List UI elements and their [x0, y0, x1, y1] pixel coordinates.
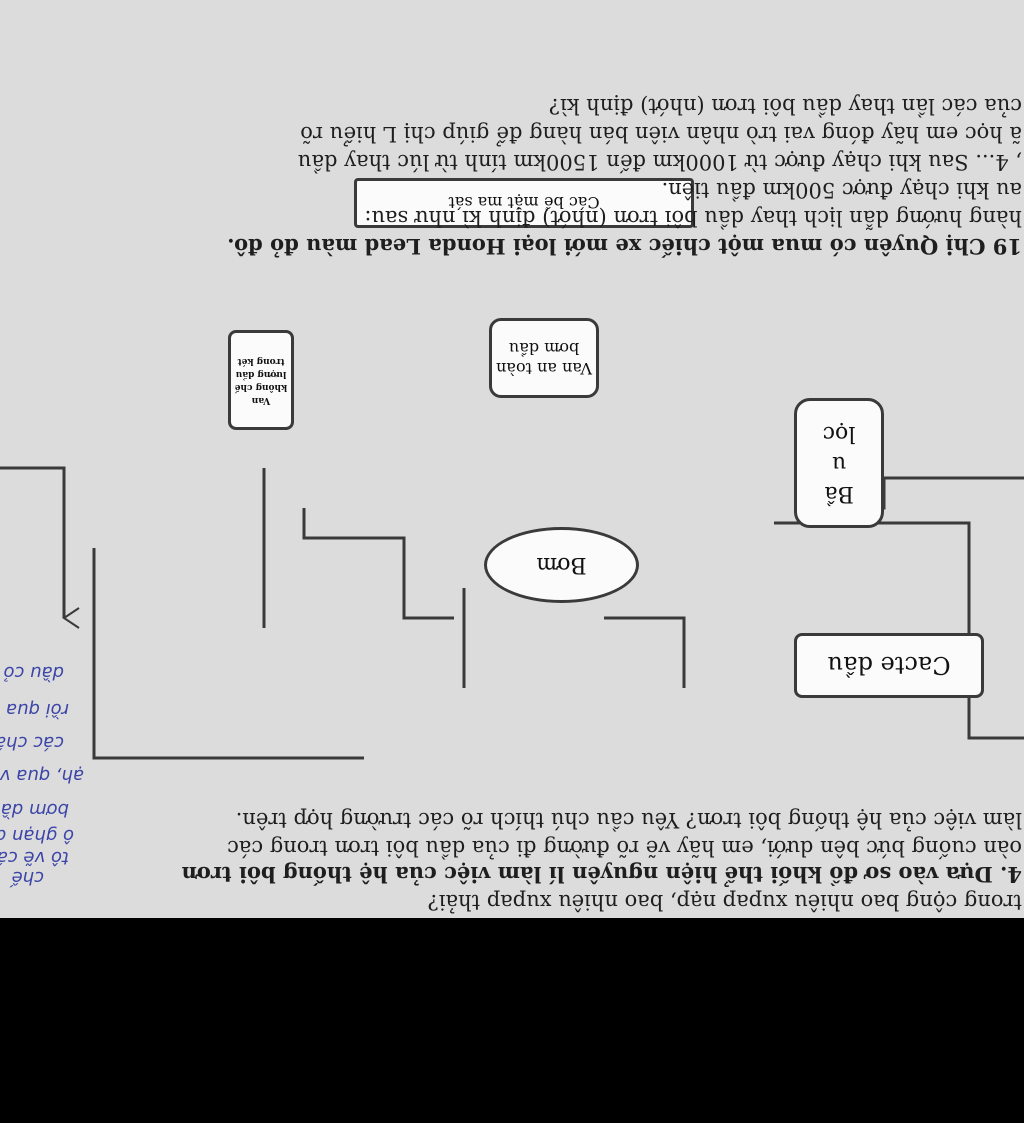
safety-valve-label-2: bơm dầu [508, 339, 580, 358]
photo-region: trong cộng bao nhiêu xupap nạp, bao nhiê… [0, 0, 1024, 918]
pump-oval: Bơm [484, 527, 639, 603]
limit-valve-label-3: lượng dầu [235, 369, 287, 379]
cacte-box: Cacte dầu [794, 633, 984, 698]
black-area [0, 918, 1024, 1123]
filter-box: Bầ u lọc [794, 398, 884, 528]
filter-label-2: u [831, 451, 847, 476]
handwriting-5: ạh, qua va [0, 765, 84, 786]
handwriting-4: bơm dầu [0, 799, 69, 820]
rotated-page: trong cộng bao nhiêu xupap nạp, bao nhiê… [0, 94, 1024, 914]
limit-valve-label-2: không chế [234, 382, 288, 392]
handwriting-2: tô vẽ các [0, 847, 69, 868]
filter-label-3: lọc [822, 421, 856, 446]
q19-line-4: , 4... Sau khi chạy được từ 1000km đến 1… [297, 150, 1022, 174]
handwriting-1: chế [11, 867, 44, 888]
flow-line-right [0, 466, 66, 618]
flow-line-surfaces-to-pan [92, 548, 364, 760]
filter-label-1: Bầ [824, 481, 854, 506]
handwriting-3: ô ghạn đi [0, 825, 74, 846]
flow-line-pump-to-filter [302, 508, 454, 620]
pump-label: Bơm [536, 552, 587, 578]
q19-line-5: ã học em hãy đóng vai trò nhân viên bán … [300, 122, 1022, 146]
limit-valve-label-1: Van [251, 395, 271, 405]
limit-valve-label-4: trong két [237, 356, 285, 366]
flow-line-valve [604, 616, 686, 688]
handwriting-7: rồi qua g [0, 699, 69, 720]
safety-valve-label-1: Van an toàn [496, 359, 592, 378]
q19-line-3: au khi chạy được 500km đầu tiên. [661, 178, 1022, 202]
cacte-label: Cacte dầu [827, 651, 951, 680]
arrow-head [62, 607, 80, 629]
q19-line-6: của các lần thay dầu bôi trơn (nhớt) địn… [548, 94, 1022, 118]
q19-line-1: 19 Chị Quyên có mua một chiếc xe mới loạ… [227, 234, 1022, 259]
handwriting-8: dầu cỏ [3, 662, 65, 683]
handwriting-6: các chất [0, 732, 64, 753]
flow-line-pan-to-pump [774, 521, 1024, 740]
limit-valve-box: Van không chế lượng dầu trong két [228, 330, 294, 430]
safety-valve-box: Van an toàn bơm dầu [489, 318, 599, 398]
q19-line-2: hàng hướng dẫn lịch thay dầu bôi trơn (n… [364, 206, 1022, 230]
